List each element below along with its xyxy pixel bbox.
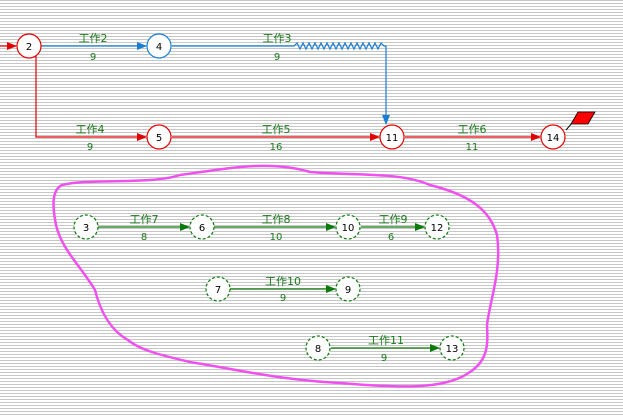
svg-text:3: 3: [83, 223, 89, 234]
node-10[interactable]: 10: [335, 214, 361, 240]
svg-text:12: 12: [431, 223, 444, 234]
task-name-work9: 工作9: [379, 213, 408, 226]
task-name-work10: 工作10: [265, 275, 301, 288]
svg-text:11: 11: [386, 133, 399, 144]
node-11[interactable]: 11: [379, 124, 405, 150]
task-duration-work4: 9: [87, 142, 93, 153]
task-name-work4: 工作4: [76, 123, 105, 136]
node-8[interactable]: 8: [305, 335, 331, 361]
task-duration-work3: 9: [274, 52, 280, 63]
svg-text:8: 8: [315, 344, 321, 355]
task-duration-work11: 9: [381, 353, 387, 364]
selection-lasso: [52, 164, 500, 388]
svg-text:7: 7: [215, 285, 221, 296]
task-duration-work9: 6: [388, 232, 394, 243]
task-duration-work8: 10: [270, 232, 283, 243]
svg-text:14: 14: [547, 133, 560, 144]
node-6[interactable]: 6: [189, 214, 215, 240]
task-duration-work5: 16: [270, 142, 283, 153]
task-duration-work7: 8: [141, 232, 147, 243]
task-name-work5: 工作5: [262, 123, 291, 136]
svg-text:13: 13: [446, 344, 459, 355]
node-14[interactable]: 14: [540, 124, 566, 150]
task-name-work2: 工作2: [79, 32, 108, 45]
svg-text:10: 10: [342, 223, 355, 234]
svg-text:5: 5: [156, 133, 162, 144]
svg-text:9: 9: [345, 285, 351, 296]
node-13[interactable]: 13: [439, 335, 465, 361]
task-duration-work6: 11: [466, 142, 479, 153]
finish-flag-icon: [565, 111, 596, 131]
node-4[interactable]: 4: [146, 33, 172, 59]
task-name-work3: 工作3: [263, 32, 292, 45]
svg-text:2: 2: [26, 42, 32, 53]
node-12[interactable]: 12: [424, 214, 450, 240]
node-9[interactable]: 9: [335, 276, 361, 302]
node-3[interactable]: 3: [73, 214, 99, 240]
svg-text:4: 4: [156, 42, 162, 53]
node-7[interactable]: 7: [205, 276, 231, 302]
task-name-work6: 工作6: [458, 123, 487, 136]
node-5[interactable]: 5: [146, 124, 172, 150]
edge-work3[interactable]: [172, 41, 390, 125]
task-name-work7: 工作7: [130, 213, 159, 226]
task-name-work8: 工作8: [262, 213, 291, 226]
edge-work4[interactable]: [35, 56, 147, 141]
svg-text:6: 6: [199, 223, 205, 234]
task-duration-work2: 9: [90, 52, 96, 63]
node-2[interactable]: 2: [16, 33, 42, 59]
task-name-work11: 工作11: [368, 334, 404, 347]
task-duration-work10: 9: [280, 293, 286, 304]
